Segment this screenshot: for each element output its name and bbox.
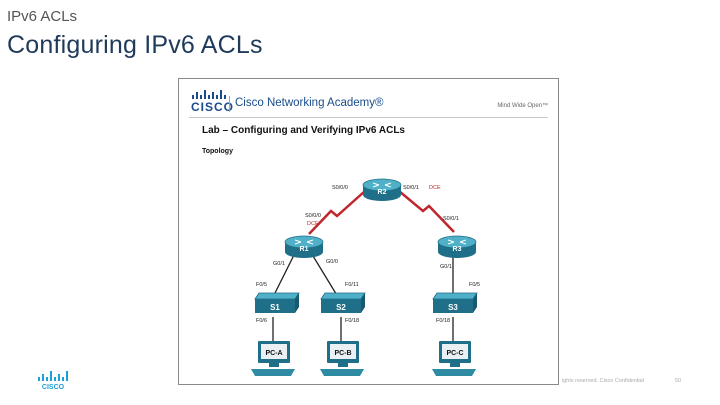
iface-r3-s001: S0/0/1 bbox=[443, 216, 459, 222]
iface-r1-g01: G0/1 bbox=[273, 261, 285, 267]
lab-header: CISCO Cisco Networking Academy® Mind Wid… bbox=[179, 79, 558, 121]
router-r1: R1 bbox=[284, 235, 324, 258]
pc-label-a: PC-A bbox=[265, 350, 282, 357]
iface-r1-g00: G0/0 bbox=[326, 259, 338, 265]
page-number: 50 bbox=[675, 378, 682, 384]
cisco-logo-text: CISCO bbox=[42, 384, 65, 391]
link-r1-s1 bbox=[272, 250, 297, 298]
topology-diagram: R2 R1 R3 S1 S2 bbox=[251, 178, 480, 376]
tagline: Mind Wide Open™ bbox=[497, 103, 548, 109]
router-label-r3: R3 bbox=[453, 246, 462, 253]
cisco-logo: CISCO bbox=[38, 371, 68, 391]
router-r3: R3 bbox=[437, 235, 477, 258]
cisco-bars-icon bbox=[192, 90, 226, 99]
header-rule bbox=[189, 117, 548, 118]
iface-s1-f06: F0/6 bbox=[256, 318, 267, 324]
iface-s1-f05: F0/5 bbox=[256, 282, 267, 288]
iface-r1-s000: S0/0/0 bbox=[305, 213, 321, 219]
lab-cisco-logo-text: CISCO bbox=[191, 100, 235, 114]
pc-label-b: PC-B bbox=[334, 350, 351, 357]
serial-link-r2-r3 bbox=[398, 190, 455, 233]
router-r2: R2 bbox=[362, 178, 402, 201]
pc-b: PC-B bbox=[320, 341, 364, 376]
switch-label-s1: S1 bbox=[270, 303, 280, 312]
iface-s2-f018: F0/18 bbox=[345, 318, 359, 324]
router-label-r1: R1 bbox=[300, 246, 309, 253]
academy-name: Cisco Networking Academy® bbox=[235, 97, 384, 109]
lab-document-image: CISCO Cisco Networking Academy® Mind Wid… bbox=[178, 78, 559, 385]
iface-s2-f011: F0/11 bbox=[345, 282, 359, 288]
iface-r2-s001: S0/0/1 bbox=[403, 185, 419, 191]
switch-s1: S1 bbox=[254, 292, 300, 313]
iface-s3-f018: F0/18 bbox=[436, 318, 450, 324]
iface-r2-s000: S0/0/0 bbox=[332, 185, 348, 191]
lab-subtitle: Topology bbox=[202, 148, 233, 155]
link-r1-s2 bbox=[309, 250, 339, 298]
pc-label-c: PC-C bbox=[446, 350, 463, 357]
iface-r3-g01: G0/1 bbox=[440, 264, 452, 270]
header-divider bbox=[229, 96, 230, 112]
footer-copyright: ights reserved. Cisco Confidential bbox=[562, 378, 644, 384]
slide-title: Configuring IPv6 ACLs bbox=[7, 31, 263, 59]
section-label: IPv6 ACLs bbox=[7, 8, 78, 25]
lab-title: Lab – Configuring and Verifying IPv6 ACL… bbox=[202, 125, 405, 136]
serial-link-r1-r2 bbox=[308, 190, 366, 235]
pc-a: PC-A bbox=[251, 341, 295, 376]
iface-r1-dce: DCE bbox=[307, 221, 319, 227]
router-label-r2: R2 bbox=[378, 189, 387, 196]
iface-s3-f05: F0/5 bbox=[469, 282, 480, 288]
switch-label-s3: S3 bbox=[448, 303, 458, 312]
switch-label-s2: S2 bbox=[336, 303, 346, 312]
pc-c: PC-C bbox=[432, 341, 476, 376]
switch-s2: S2 bbox=[320, 292, 366, 313]
switch-s3: S3 bbox=[432, 292, 478, 313]
iface-r2-dce: DCE bbox=[429, 185, 441, 191]
